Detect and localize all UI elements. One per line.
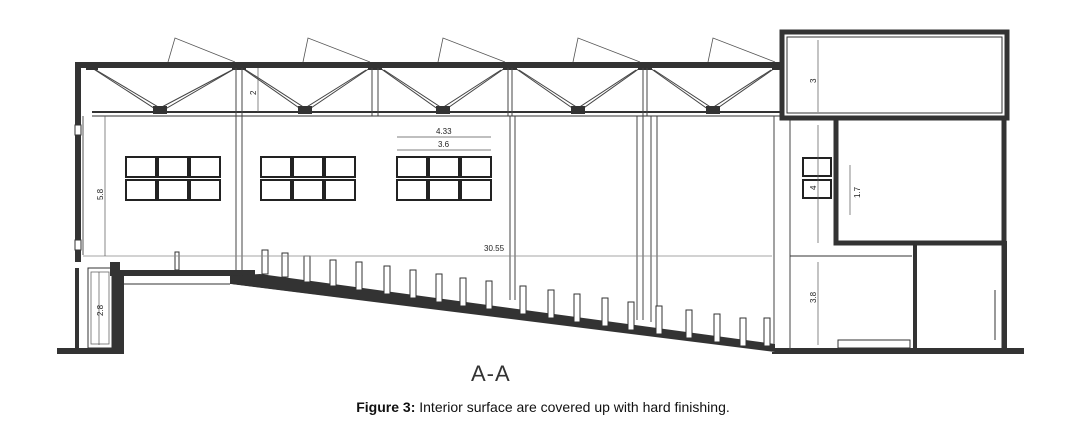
section-label: A-A — [471, 361, 511, 386]
dim-lower-room: 3.8 — [809, 291, 818, 303]
seating-steps — [261, 249, 771, 347]
roof-skylights — [167, 37, 776, 63]
left-wall — [74, 62, 113, 349]
dim-width-span: 30.55 — [484, 244, 505, 253]
window-group-3 — [396, 156, 492, 201]
right-rooms — [779, 29, 1010, 353]
caption-label: Figure 3: — [356, 399, 416, 415]
caption-text: Interior surface are covered up with har… — [415, 399, 730, 415]
dimension-lines — [98, 40, 851, 345]
windows — [125, 156, 832, 201]
dim-window-small: 1.7 — [853, 186, 862, 198]
figure-caption: Figure 3: Interior surface are covered u… — [0, 399, 1086, 415]
window-small — [802, 157, 832, 199]
dim-truss-depth: 2 — [249, 90, 258, 95]
dim-entry-height: 2.8 — [96, 304, 105, 316]
dim-wall-height: 5.8 — [96, 188, 105, 200]
dim-mid-room: 4 — [809, 185, 818, 190]
columns — [235, 116, 791, 350]
dim-window-outer: 4.33 — [436, 127, 452, 136]
window-group-2 — [260, 156, 356, 201]
roof-truss — [78, 62, 782, 117]
section-drawing: 4.33 3.6 30.55 5.8 2 3 4 1.7 3.8 2.8 A-A — [57, 29, 1024, 386]
sloped-floor — [110, 251, 775, 352]
dim-upper-room: 3 — [809, 78, 818, 83]
ground-line — [57, 348, 1024, 354]
window-group-1 — [125, 156, 221, 201]
dim-window-inner: 3.6 — [438, 140, 450, 149]
